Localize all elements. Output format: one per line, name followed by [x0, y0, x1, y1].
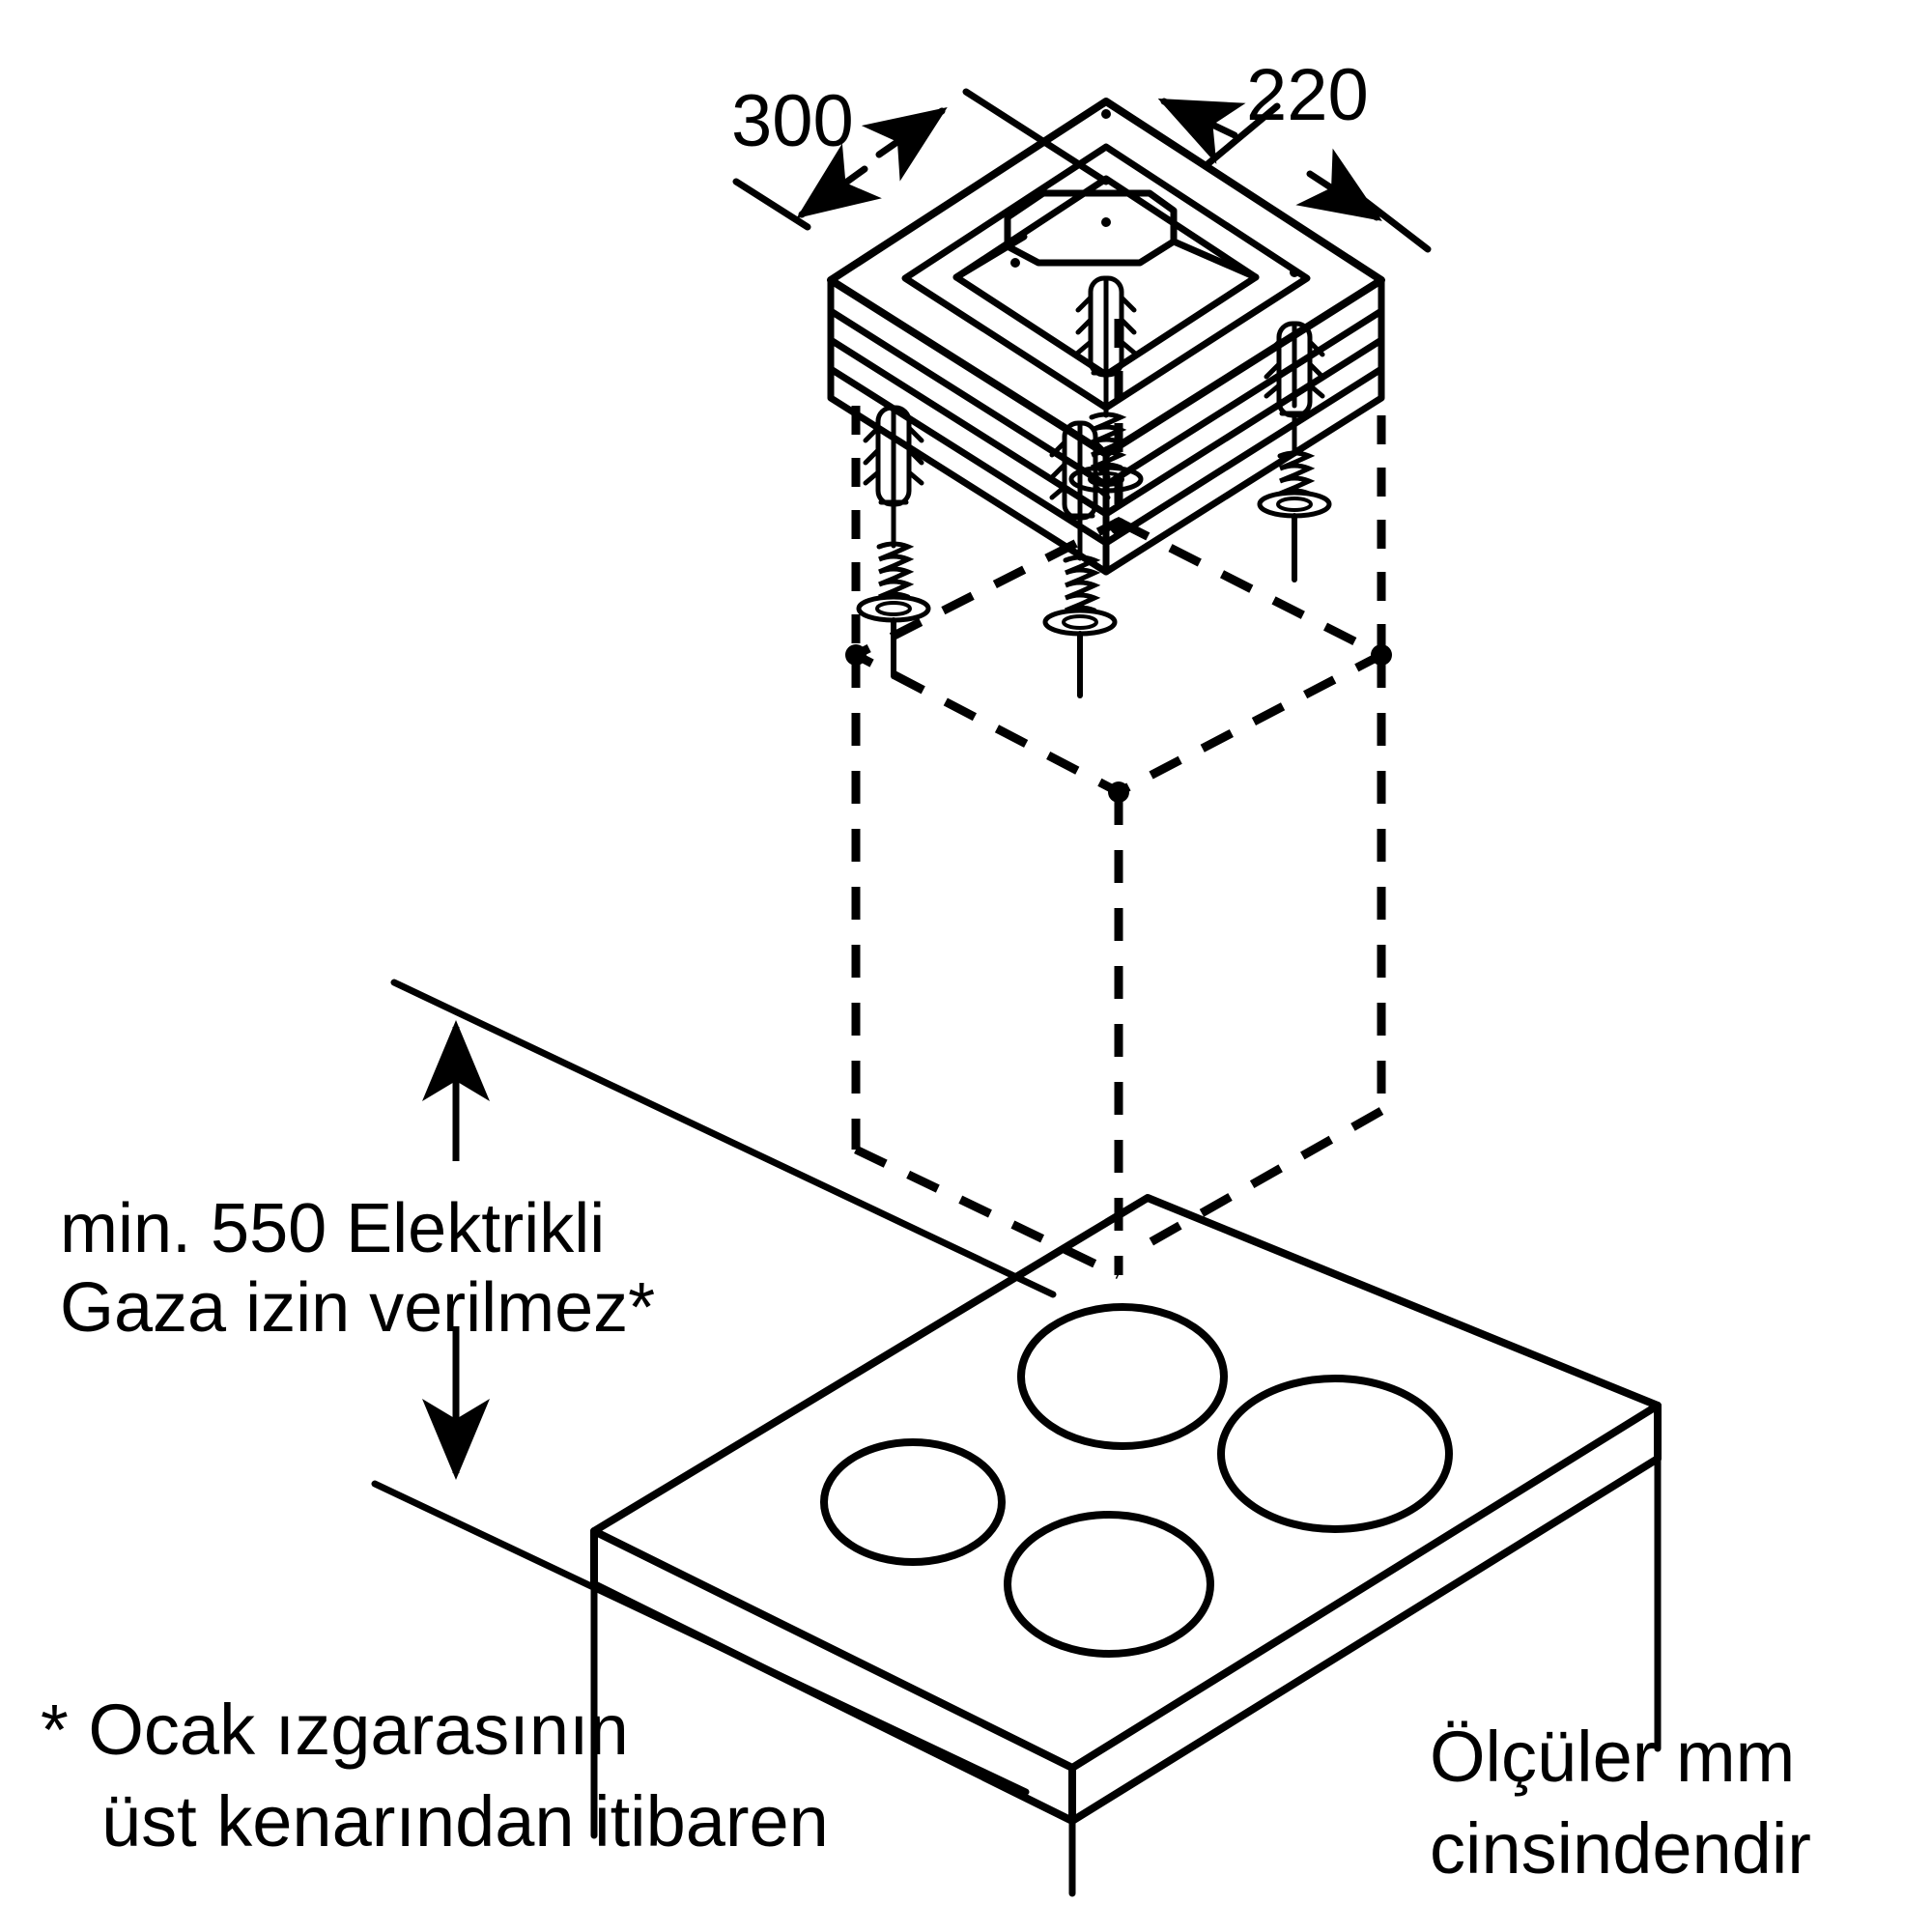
burner-large-right	[1217, 1375, 1453, 1533]
burner-medium-front	[1004, 1511, 1214, 1658]
units-note-line2: cinsindendir	[1430, 1808, 1811, 1889]
ceiling-mounting-plate	[827, 98, 1385, 576]
burner-large-rear	[1017, 1303, 1228, 1450]
dimension-label-220: 220	[1246, 54, 1369, 136]
chimney-duct-outline	[846, 319, 1391, 1280]
dowel-screw-left	[856, 405, 931, 679]
dimension-label-300: 300	[731, 80, 854, 162]
reference-lines	[371, 979, 1057, 1796]
footnote-line1: * Ocak ızgarasının	[41, 1690, 629, 1770]
burner-small-left	[820, 1438, 1006, 1566]
dimension-220	[1157, 98, 1432, 253]
chimney-corner-dots	[845, 518, 1392, 803]
units-note-line1: Ölçüler mm	[1430, 1717, 1796, 1797]
dimension-300	[732, 88, 1110, 231]
footnote-line2: üst kenarından itibaren	[101, 1781, 829, 1861]
dowel-screw-center-2	[1042, 420, 1118, 698]
dowel-screw-right	[1257, 321, 1332, 582]
min-height-note-line2: Gaza izin verilmez*	[60, 1269, 656, 1347]
min-height-note-line1: min. 550 Elektrikli	[60, 1190, 606, 1267]
